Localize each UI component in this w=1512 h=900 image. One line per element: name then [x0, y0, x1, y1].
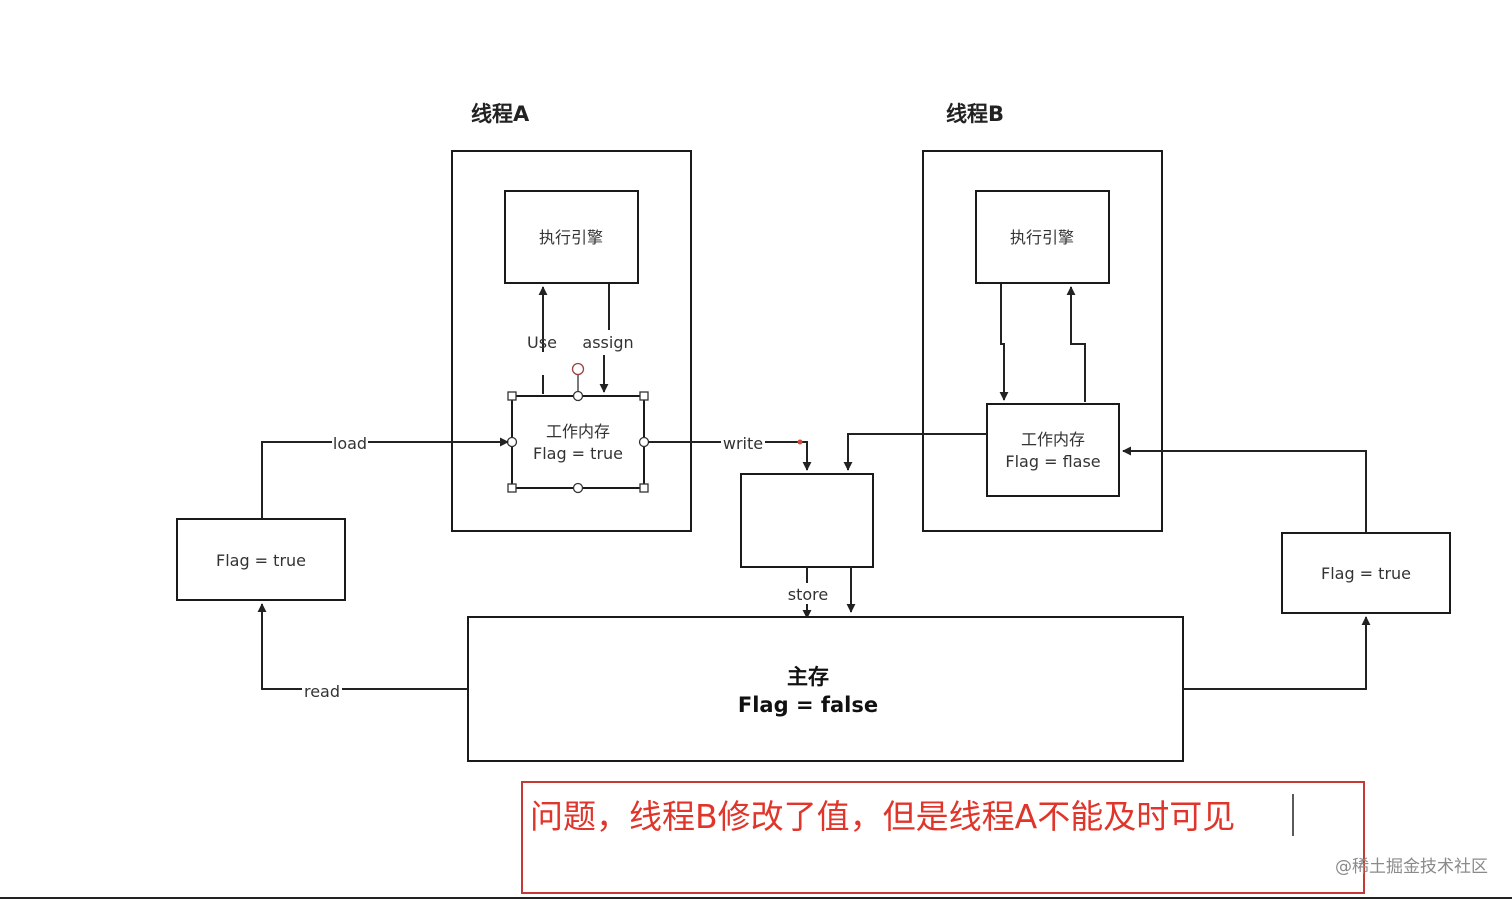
thread-b-engine-label: 执行引擎: [1010, 228, 1074, 247]
write-label: write: [723, 434, 763, 453]
main-memory-title: 主存: [787, 665, 829, 689]
thread-b-work-memory-flag: Flag = flase: [1005, 452, 1100, 471]
right-flag-to-thread-b-edge[interactable]: [1122, 446, 1367, 533]
main-memory-flag: Flag = false: [738, 693, 878, 717]
use-label: Use: [527, 333, 557, 352]
store-label: store: [788, 585, 828, 604]
load-label: load: [333, 434, 367, 453]
thread-b-use-arrow[interactable]: [999, 284, 1009, 401]
thread-b-title: 线程B: [946, 102, 1004, 126]
watermark: @稀土掘金技术社区: [1335, 857, 1488, 877]
thread-a-execution-engine[interactable]: [504, 190, 639, 284]
handle-top-mid[interactable]: [572, 390, 584, 402]
main-to-right-flag-edge[interactable]: [1183, 616, 1371, 690]
thread-b-execution-engine[interactable]: [975, 190, 1110, 284]
thread-a-title: 线程A: [471, 102, 530, 126]
handle-bottom-left[interactable]: [507, 483, 517, 493]
handle-top-left[interactable]: [507, 391, 517, 401]
write-edge-point: [797, 439, 803, 445]
left-flag-box[interactable]: [176, 518, 346, 601]
handle-bottom-mid[interactable]: [572, 482, 584, 494]
handle-left-mid[interactable]: [506, 436, 518, 448]
right-flag-label: Flag = true: [1321, 564, 1411, 583]
write-buffer-box[interactable]: [740, 473, 874, 568]
handle-right-mid[interactable]: [638, 436, 650, 448]
left-flag-label: Flag = true: [216, 551, 306, 570]
thread-b-work-memory[interactable]: [986, 403, 1120, 497]
read-label: read: [304, 682, 340, 701]
thread-a-work-memory[interactable]: [511, 395, 645, 489]
assign-label: assign: [582, 333, 633, 352]
write-edge[interactable]: [648, 441, 807, 470]
main-memory-box[interactable]: [467, 616, 1184, 762]
handle-bottom-right[interactable]: [639, 483, 649, 493]
load-edge[interactable]: [261, 442, 508, 519]
thread-b-to-buffer-edge[interactable]: [843, 433, 987, 471]
note-box[interactable]: [521, 781, 1365, 894]
thread-b-assign-arrow[interactable]: [1066, 286, 1086, 402]
thread-b-work-memory-title: 工作内存: [1021, 430, 1085, 449]
handle-top-right[interactable]: [639, 391, 649, 401]
thread-a-engine-label: 执行引擎: [539, 228, 603, 247]
right-flag-box[interactable]: [1281, 532, 1451, 614]
thread-a-work-memory-title: 工作内存: [546, 422, 610, 441]
note-text: 问题，线程B修改了值，但是线程A不能及时可见: [530, 797, 1235, 836]
thread-a-work-memory-flag: Flag = true: [533, 444, 623, 463]
assign-arrow[interactable]: [604, 284, 609, 392]
read-edge[interactable]: [262, 604, 468, 690]
rotate-handle[interactable]: [571, 362, 585, 376]
